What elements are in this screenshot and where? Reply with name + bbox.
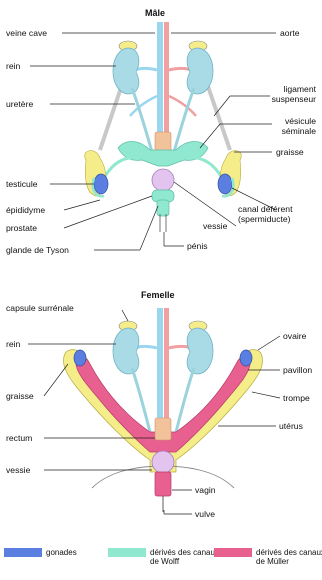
legend: gonades dérivés des canaux de Wolff déri… [0,540,322,580]
female-vena-cava [157,308,163,428]
legend-text-wolff: dérivés des canaux de Wolff [150,548,219,566]
female-aorta [164,308,169,428]
female-bladder [152,451,174,473]
label-veine-cave: veine cave [6,28,47,38]
male-kidney-left [113,48,139,94]
label-vesicule: vésicule séminale [282,116,316,136]
label-rectum: rectum [6,433,32,443]
male-bladder [152,169,174,191]
label-graisse-female: graisse [6,391,34,401]
reproductive-diagram [0,0,322,540]
label-prostate: prostate [6,223,37,233]
label-ligament: ligament suspenseur [272,84,316,104]
female-kidney-left [113,328,139,374]
female-title: Femelle [141,290,175,300]
female-rectum [155,418,171,440]
male-kidney-right [187,48,213,94]
legend-text-gonades: gonades [46,548,77,557]
label-graisse-male: graisse [276,147,304,157]
label-vagin: vagin [195,485,216,495]
male-title: Mâle [145,8,165,18]
label-rein-female: rein [6,339,20,349]
label-trompe: trompe [283,393,310,403]
male-testis-right [218,174,232,194]
label-pavillon: pavillon [283,365,312,375]
legend-swatch-muller [214,548,252,557]
female-ovary-right [240,350,252,366]
label-ovaire: ovaire [283,331,306,341]
legend-swatch-gonades [4,548,42,557]
legend-text-muller: dérivés des canaux de Müller [256,548,322,566]
label-testicule: testicule [6,179,38,189]
label-epididyme: épididyme [6,205,45,215]
legend-swatch-wolff [108,548,146,557]
label-vessie-female: vessie [6,465,30,475]
label-vessie-male: vessie [203,221,227,231]
label-capsule-surrenale: capsule surrénale [6,303,74,313]
label-vulve: vulve [195,509,215,519]
male-testis-left [94,174,108,194]
female-vagina [155,472,171,496]
label-rein-male: rein [6,61,20,71]
label-uretere: uretère [6,99,33,109]
female-ovary-left [74,350,86,366]
label-uterus: utérus [279,421,303,431]
female-diagram [28,308,280,514]
label-canal-deferent: canal déférent (spermiducte) [238,204,292,224]
label-penis: pénis [187,241,208,251]
female-kidney-right [187,328,213,374]
label-glande-tyson: glande de Tyson [6,245,69,255]
label-aorte: aorte [280,28,300,38]
